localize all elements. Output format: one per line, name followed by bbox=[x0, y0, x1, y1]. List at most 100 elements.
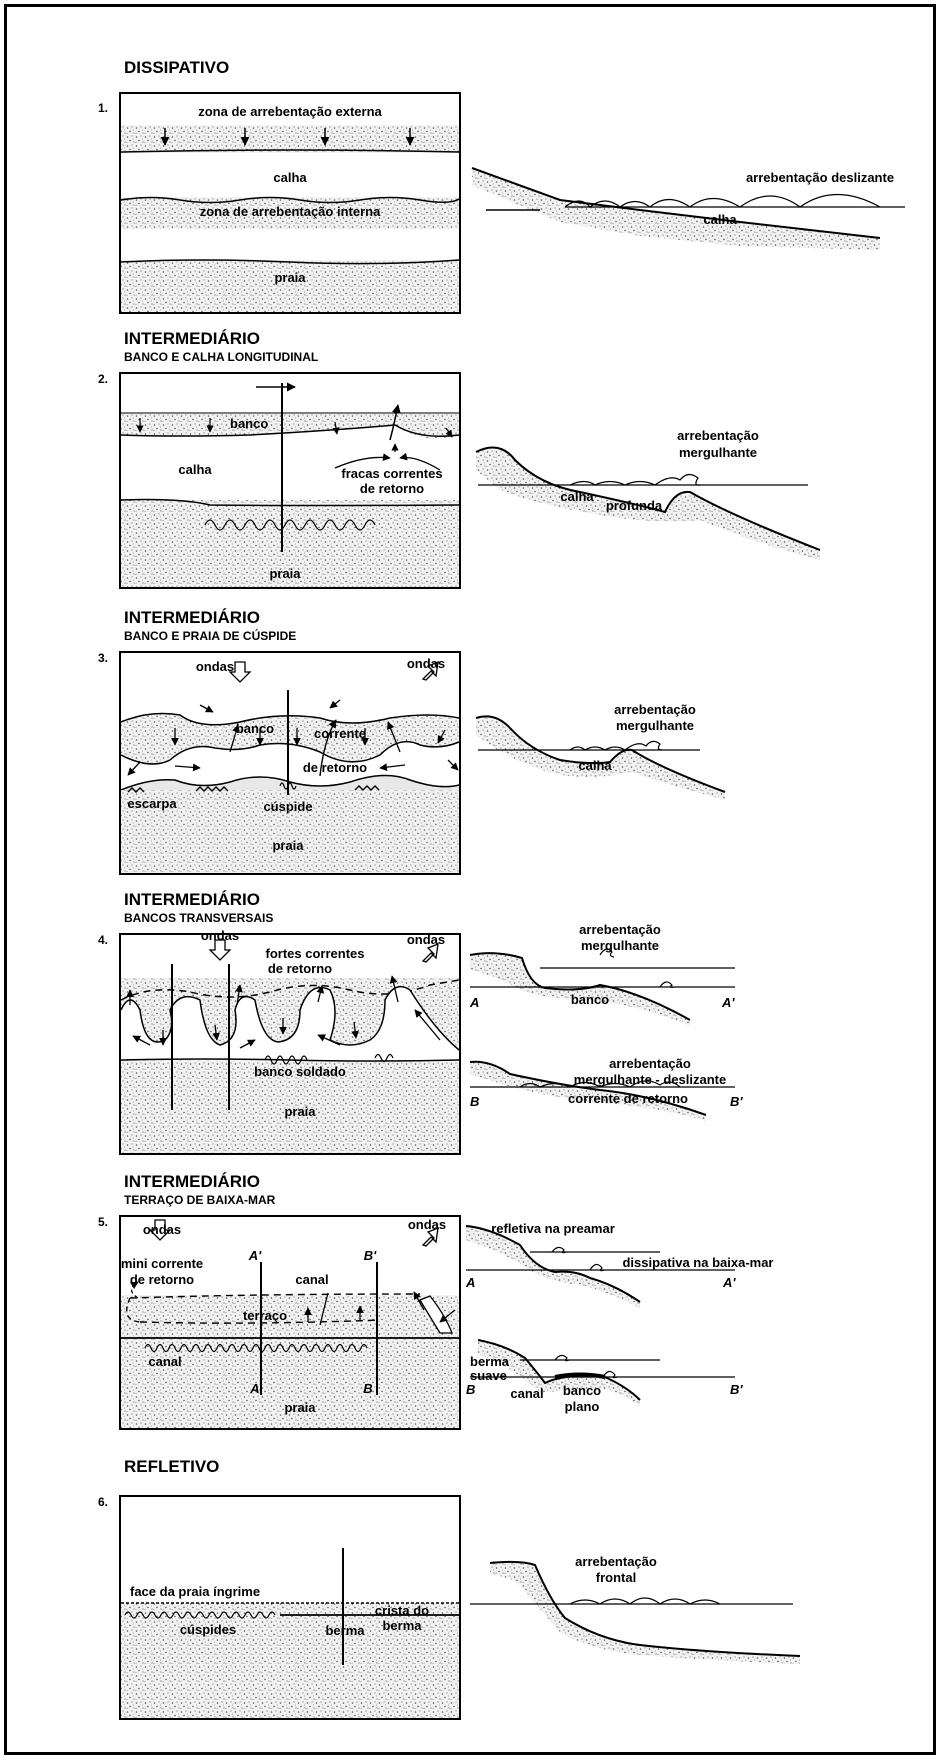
label-bar-3: banco bbox=[236, 721, 274, 736]
panel-5-number: 5. bbox=[98, 1215, 108, 1229]
label-A-prime-plan: A' bbox=[248, 1248, 262, 1263]
label-section-A-prime-5: A' bbox=[722, 1275, 736, 1290]
label-strong-rip-2: de retorno bbox=[268, 961, 332, 976]
label-channel-upper: canal bbox=[295, 1272, 328, 1287]
panel-5-subtitle: TERRAÇO DE BAIXA-MAR bbox=[124, 1193, 276, 1207]
panel-6-profile bbox=[470, 1560, 801, 1664]
panel-4: INTERMEDIÁRIO BANCOS TRANSVERSAIS 4. bbox=[98, 890, 743, 1155]
label-plunging-1: arrebentação bbox=[677, 428, 759, 443]
label-deep-trough-1: calha bbox=[560, 489, 594, 504]
panel-6: REFLETIVO 6. face da praia íngrime crist… bbox=[98, 1457, 801, 1720]
label-B-prime-plan: B' bbox=[364, 1248, 377, 1263]
panel-4-profile-B bbox=[469, 1060, 735, 1121]
label-bar: banco bbox=[230, 416, 268, 431]
panel-6-plan-view bbox=[119, 1495, 461, 1720]
label-plunging-3b: mergulhante bbox=[616, 718, 694, 733]
label-waves-3b: ondas bbox=[407, 656, 445, 671]
panel-1-plan-view bbox=[119, 92, 461, 314]
panel-5-profile-A bbox=[465, 1225, 735, 1308]
label-reflective-high-tide: refletiva na preamar bbox=[491, 1221, 615, 1236]
label-gentle-berm-1: berma bbox=[470, 1354, 510, 1369]
label-section-B-prime: B' bbox=[730, 1094, 743, 1109]
label-waves-4b: ondas bbox=[407, 932, 445, 947]
label-weak-rip-1: fracas correntes bbox=[341, 466, 442, 481]
panel-4-profile-A bbox=[469, 948, 735, 1026]
label-section-A-5: A bbox=[465, 1275, 475, 1290]
panel-3-title: INTERMEDIÁRIO bbox=[124, 608, 260, 627]
label-berm-plan: berma bbox=[325, 1623, 365, 1638]
label-bar-profile: banco bbox=[571, 992, 609, 1007]
label-deep-trough-2: profunda bbox=[606, 498, 663, 513]
label-section-A-prime: A' bbox=[721, 995, 735, 1010]
label-berm-crest-2: berma bbox=[382, 1618, 422, 1633]
label-outer-surf-zone: zona de arrebentação externa bbox=[198, 104, 382, 119]
label-mini-rip-1: mini corrente bbox=[121, 1256, 203, 1271]
panel-2-number: 2. bbox=[98, 372, 108, 386]
panel-6-title: REFLETIVO bbox=[124, 1457, 219, 1476]
label-terrace: terraço bbox=[243, 1308, 287, 1323]
label-section-B-prime-5: B' bbox=[730, 1382, 743, 1397]
label-beach-4: praia bbox=[284, 1104, 316, 1119]
label-trough-3: calha bbox=[578, 758, 612, 773]
label-profile-trough: calha bbox=[703, 212, 737, 227]
label-cusp: cúspide bbox=[263, 799, 312, 814]
panel-4-plan-view bbox=[119, 933, 461, 1155]
label-channel-lower: canal bbox=[148, 1354, 181, 1369]
panel-4-number: 4. bbox=[98, 933, 108, 947]
figure-frame bbox=[4, 4, 936, 1755]
label-section-B-5: B bbox=[466, 1382, 475, 1397]
label-inner-surf-zone: zona de arrebentação interna bbox=[200, 204, 381, 219]
label-trough-2: calha bbox=[178, 462, 212, 477]
label-steep-face: face da praia íngrime bbox=[130, 1584, 260, 1599]
panel-1: DISSIPATIVO 1. zona de arrebentação exte… bbox=[98, 58, 905, 314]
label-beach: praia bbox=[274, 270, 306, 285]
label-section-A: A bbox=[469, 995, 479, 1010]
panel-3-profile bbox=[475, 715, 726, 800]
panel-3-subtitle: BANCO E PRAIA DE CÚSPIDE bbox=[124, 628, 296, 643]
label-A-plan: A bbox=[249, 1381, 259, 1396]
label-plunging-4b: mergulhante bbox=[581, 938, 659, 953]
label-plunging-2: mergulhante bbox=[679, 445, 757, 460]
label-weak-rip-2: de retorno bbox=[360, 481, 424, 496]
label-beach-3: praia bbox=[272, 838, 304, 853]
panel-2: INTERMEDIÁRIO BANCO E CALHA LONGITUDINAL… bbox=[98, 329, 821, 589]
label-waves-4a: ondas bbox=[201, 928, 239, 943]
label-rip-current-profile: corrente de retorno bbox=[568, 1091, 688, 1106]
label-beach-2: praia bbox=[269, 566, 301, 581]
panel-4-title: INTERMEDIÁRIO bbox=[124, 890, 260, 909]
label-strong-rip-1: fortes correntes bbox=[266, 946, 365, 961]
panel-1-title: DISSIPATIVO bbox=[124, 58, 229, 77]
label-scarp: escarpa bbox=[127, 796, 177, 811]
label-flat-bar-2: plano bbox=[565, 1399, 600, 1414]
label-dissipative-low-tide: dissipativa na baixa-mar bbox=[622, 1255, 773, 1270]
label-section-B: B bbox=[470, 1094, 479, 1109]
panel-2-title: INTERMEDIÁRIO bbox=[124, 329, 260, 348]
label-waves-3a: ondas bbox=[196, 659, 234, 674]
panel-5: INTERMEDIÁRIO TERRAÇO DE BAIXA-MAR 5. on… bbox=[98, 1172, 774, 1430]
label-channel-profile: canal bbox=[510, 1386, 543, 1401]
label-plunging-4a: arrebentação bbox=[579, 922, 661, 937]
label-plunging-spilling-b: mergulhante - deslizante bbox=[574, 1072, 726, 1087]
panel-5-profile-B bbox=[470, 1339, 735, 1406]
label-surging-1: arrebentação bbox=[575, 1554, 657, 1569]
panel-2-subtitle: BANCO E CALHA LONGITUDINAL bbox=[124, 350, 318, 364]
label-surging-2: frontal bbox=[596, 1570, 636, 1585]
label-waves-5a: ondas bbox=[143, 1222, 181, 1237]
panel-2-plan-view bbox=[119, 372, 461, 589]
panel-3-number: 3. bbox=[98, 651, 108, 665]
label-spilling-breaker: arrebentação deslizante bbox=[746, 170, 894, 185]
label-B-plan: B bbox=[363, 1381, 372, 1396]
label-trough: calha bbox=[273, 170, 307, 185]
panel-1-number: 1. bbox=[98, 101, 108, 115]
label-rip-3b: de retorno bbox=[303, 760, 367, 775]
label-welded-bar: banco soldado bbox=[254, 1064, 346, 1079]
label-plunging-3a: arrebentação bbox=[614, 702, 696, 717]
panel-6-number: 6. bbox=[98, 1495, 108, 1509]
panel-3: INTERMEDIÁRIO BANCO E PRAIA DE CÚSPIDE 3… bbox=[98, 608, 726, 875]
label-rip-3a: corrente bbox=[314, 726, 366, 741]
panel-5-title: INTERMEDIÁRIO bbox=[124, 1172, 260, 1191]
label-beach-5: praia bbox=[284, 1400, 316, 1415]
panel-2-profile bbox=[475, 446, 821, 560]
label-berm-crest-1: crista do bbox=[375, 1603, 429, 1618]
